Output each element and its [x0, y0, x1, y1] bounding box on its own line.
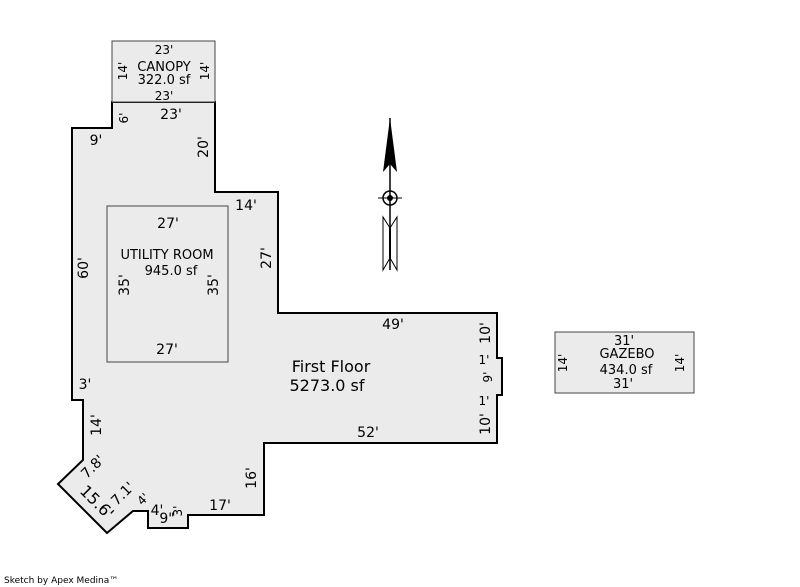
- canopy-bottom-dim: 23': [155, 89, 174, 103]
- dim-east-jog-top: 1': [479, 353, 490, 367]
- dim-east-bump: 9': [481, 372, 495, 383]
- gazebo-outline: [554, 331, 695, 394]
- first-floor-area: 5273.0 sf: [289, 376, 364, 395]
- dim-small-d: 3': [171, 506, 185, 517]
- dim-east-upper: 10': [478, 322, 494, 344]
- dim-small-b: 4': [151, 503, 164, 519]
- dim-step: 14': [235, 198, 257, 214]
- dim-right-upper: 20': [196, 136, 212, 158]
- first-floor-label: First Floor: [292, 357, 371, 376]
- dim-left-jog: 3': [79, 377, 92, 393]
- gazebo-top-dim: 31': [614, 334, 634, 349]
- dim-right-wing-top: 49': [382, 317, 404, 333]
- utility-room-label: UTILITY ROOM: [120, 248, 213, 263]
- utility-bottom-dim: 27': [156, 342, 178, 358]
- utility-room-outline: [106, 205, 229, 363]
- utility-room-area: 945.0 sf: [145, 264, 198, 279]
- dim-left: 60': [76, 257, 92, 279]
- gazebo-area: 434.0 sf: [600, 363, 653, 378]
- dim-right-mid: 27': [259, 247, 275, 269]
- dim-lower-right: 16': [244, 467, 260, 489]
- north-arrow-icon: [378, 118, 402, 272]
- canopy-outline: [111, 40, 216, 103]
- dim-east-lower: 10': [478, 413, 494, 435]
- canopy-left-dim: 14': [116, 62, 130, 81]
- dim-top-left: 9': [90, 133, 103, 149]
- gazebo-right-dim: 14': [673, 354, 687, 373]
- canopy-top-dim: 23': [155, 43, 174, 57]
- gazebo-left-dim: 14': [556, 354, 570, 373]
- gazebo-bottom-dim: 31': [613, 377, 633, 392]
- utility-left-dim: 35': [117, 274, 133, 296]
- gazebo-label: GAZEBO: [599, 347, 654, 362]
- dim-bottom: 17': [209, 498, 231, 514]
- dim-east-jog-bottom: 1': [479, 394, 490, 408]
- dim-left-lower: 14': [89, 414, 105, 436]
- canopy-right-dim: 14': [198, 62, 212, 81]
- canopy-area: 322.0 sf: [138, 73, 191, 88]
- sketch-credit: Sketch by Apex Medina™: [4, 576, 118, 586]
- dim-top-left-jog: 6': [117, 113, 131, 124]
- first-floor-outline: [56, 101, 503, 535]
- dim-small-c: 9": [159, 511, 174, 527]
- dim-right-wing-bottom: 52': [357, 425, 379, 441]
- dim-top: 23': [160, 107, 182, 123]
- utility-top-dim: 27': [157, 216, 179, 232]
- utility-right-dim: 35': [206, 274, 222, 296]
- canopy-label: CANOPY: [137, 60, 190, 75]
